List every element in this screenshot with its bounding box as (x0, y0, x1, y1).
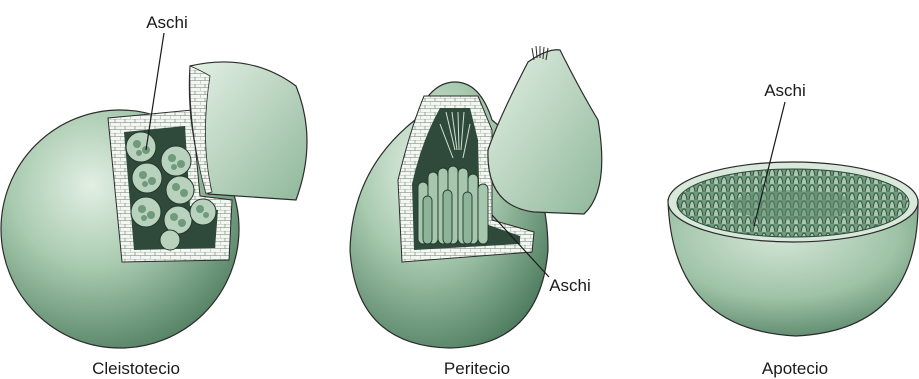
perithecium-lifted-flap (488, 50, 602, 214)
apothecium-hymenium-center (731, 190, 855, 220)
apothecium-caption: Apotecio (762, 359, 828, 378)
apothecium-figure: Aschi Apotecio (668, 81, 918, 378)
cleistothecium-asci-label: Aschi (146, 13, 188, 32)
perithecium-asci-label: Aschi (549, 276, 591, 295)
cleistothecium-figure: Aschi Cleistotecio (1, 13, 307, 378)
perithecium-asci (418, 166, 488, 244)
apothecium-asci-label: Aschi (764, 81, 806, 100)
perithecium-figure: Aschi Peritecio (350, 46, 602, 378)
cleistothecium-caption: Cleistotecio (92, 359, 180, 378)
perithecium-caption: Peritecio (444, 359, 510, 378)
